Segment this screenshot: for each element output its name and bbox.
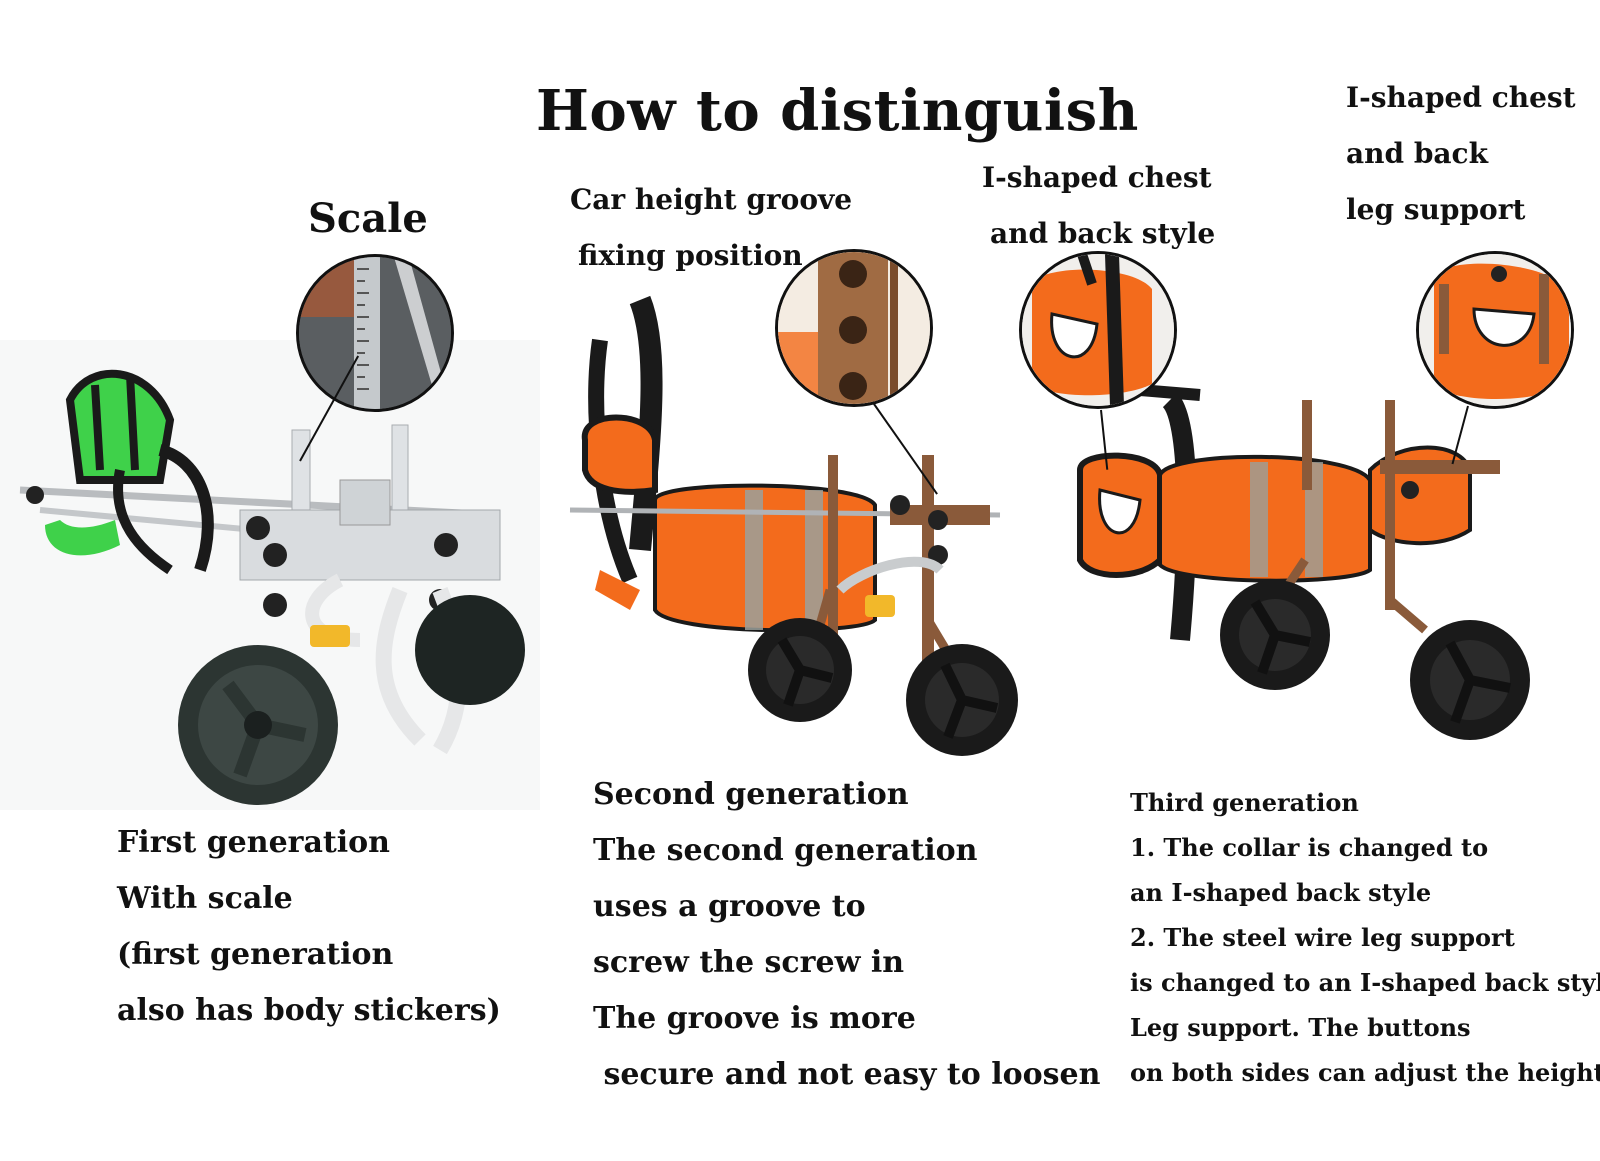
- callout-line: I-shaped chest: [982, 161, 1212, 194]
- description-line: With scale: [117, 881, 293, 916]
- scale-zoom-circle: [296, 254, 454, 412]
- callout-line: leg support: [1346, 193, 1526, 226]
- leg-support-zoom-circle: [1416, 251, 1574, 409]
- groove-holes-icon: [778, 252, 930, 404]
- first-generation-wheelchair-image: [0, 340, 540, 810]
- description-line: uses a groove to: [593, 889, 866, 924]
- chest-harness-icon: [1022, 254, 1174, 406]
- leg-support-icon: [1419, 254, 1571, 406]
- scale-ruler-icon: [299, 257, 451, 409]
- chest-back-callout: I-shaped chest and back style: [982, 150, 1215, 262]
- description-line: Leg support. The buttons: [1130, 1013, 1471, 1042]
- description-line: (first generation: [117, 937, 394, 972]
- description-line: The groove is more: [593, 1001, 916, 1036]
- description-line: also has body stickers): [117, 993, 501, 1028]
- description-line: on both sides can adjust the height: [1130, 1058, 1600, 1087]
- callout-line: Car height groove: [570, 183, 853, 216]
- third-generation-wheelchair-image: [1077, 384, 1530, 740]
- page-title: How to distinguish: [536, 78, 1139, 144]
- groove-callout: Car height groove fixing position: [570, 172, 852, 284]
- groove-zoom-circle: [775, 249, 933, 407]
- callout-line: and back style: [990, 217, 1216, 250]
- first-generation-description: First generation With scale (first gener…: [117, 815, 501, 1039]
- chest-zoom-circle: [1019, 251, 1177, 409]
- description-line: an I-shaped back style: [1130, 878, 1432, 907]
- description-line: is changed to an I-shaped back style: [1130, 968, 1600, 997]
- callout-line: I-shaped chest: [1346, 81, 1576, 114]
- description-line: Second generation: [593, 777, 909, 812]
- description-line: Third generation: [1130, 788, 1359, 817]
- callout-line: fixing position: [578, 239, 803, 272]
- second-generation-wheelchair-image: [569, 295, 1018, 756]
- callout-line: and back: [1346, 137, 1488, 170]
- description-line: screw the screw in: [593, 945, 905, 980]
- description-line: secure and not easy to loosen: [593, 1057, 1101, 1092]
- second-generation-description: Second generation The second generation …: [593, 767, 1100, 1103]
- description-line: 1. The collar is changed to: [1130, 833, 1489, 862]
- third-generation-description: Third generation 1. The collar is change…: [1130, 780, 1600, 1095]
- description-line: 2. The steel wire leg support: [1130, 923, 1515, 952]
- leg-support-callout: I-shaped chest and back leg support: [1346, 70, 1576, 238]
- scale-label: Scale: [308, 195, 428, 242]
- description-line: First generation: [117, 825, 390, 860]
- description-line: The second generation: [593, 833, 978, 868]
